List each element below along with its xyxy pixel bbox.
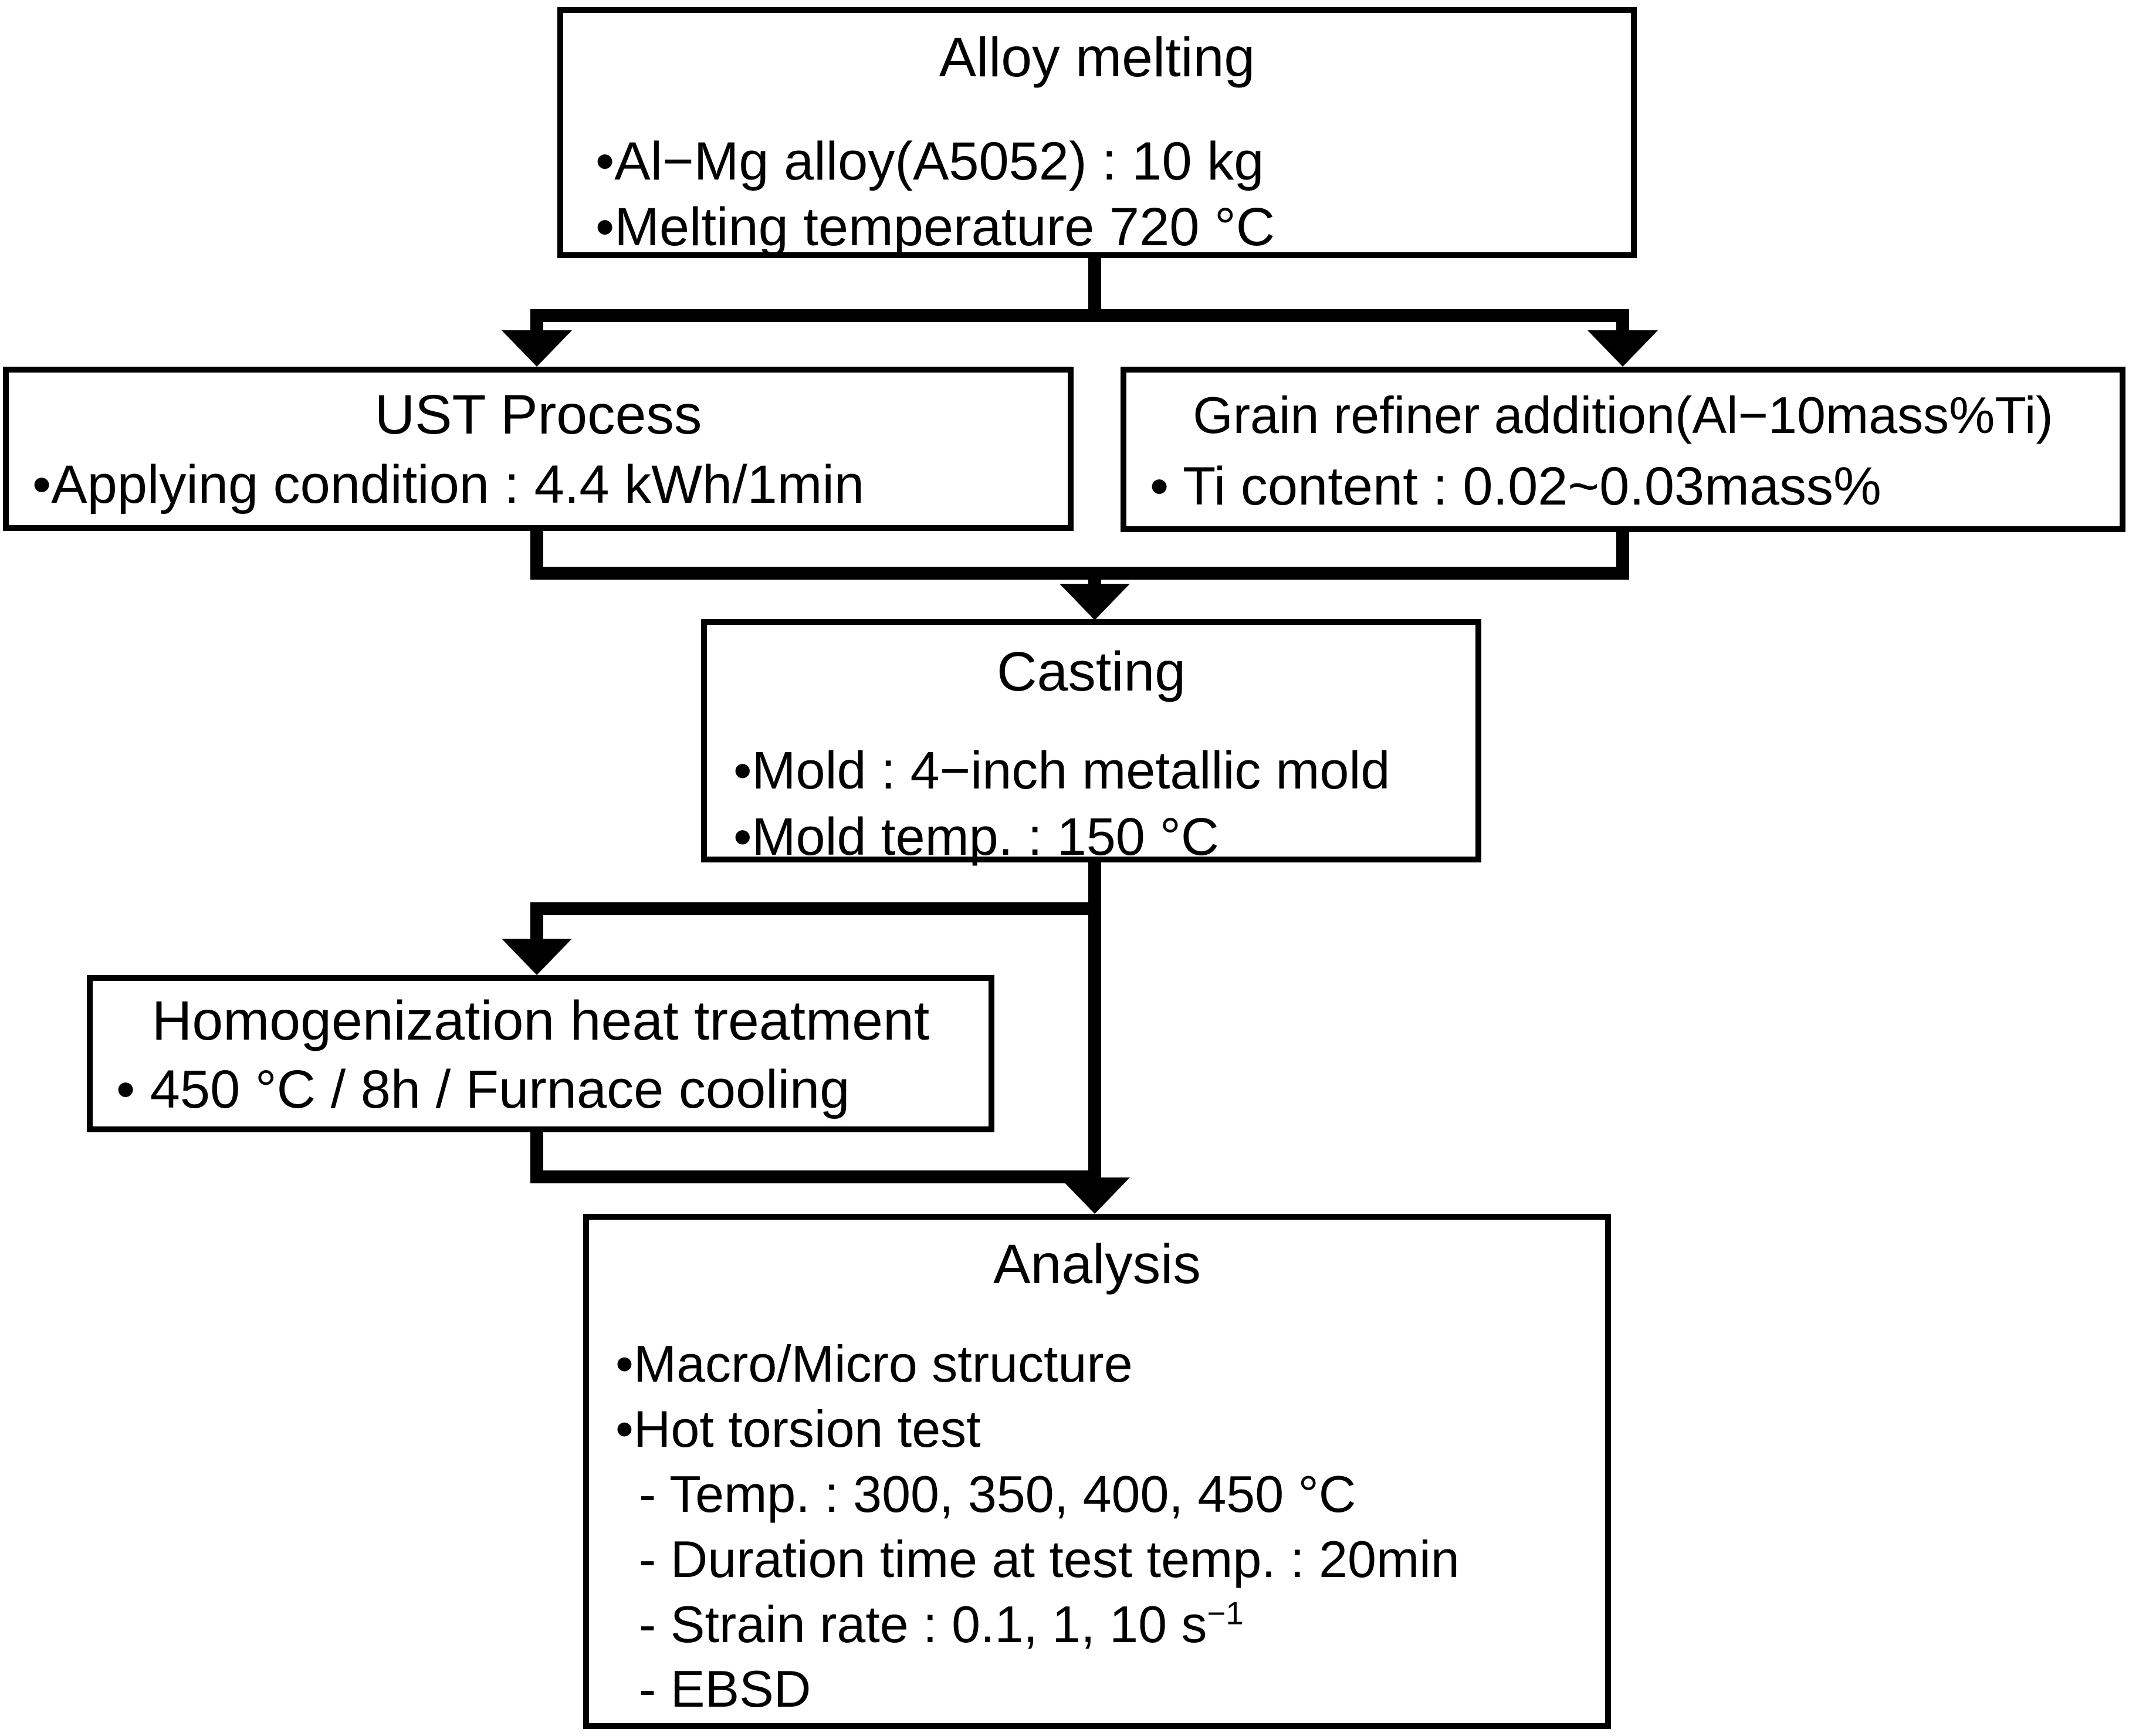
analysis-body: •Macro/Micro structure •Hot torsion test… bbox=[589, 1332, 1605, 1722]
strain-rate-text: - Strain rate : 0.1, 1, 10 s bbox=[639, 1595, 1207, 1653]
box-casting: Casting •Mold : 4−inch metallic mold •Mo… bbox=[701, 619, 1481, 867]
bullet-line: •Applying condition : 4.4 kWh/1min bbox=[32, 455, 865, 515]
ust-process-body: •Applying condition : 4.4 kWh/1min bbox=[9, 454, 1068, 516]
sub-line: - Temp. : 300, 350, 400, 450 °C bbox=[639, 1464, 1356, 1523]
alloy-melting-body: •Al−Mg alloy(A5052) : 10 kg •Melting tem… bbox=[563, 128, 1631, 260]
homogenization-body: • 450 °C / 8h / Furnace cooling bbox=[93, 1059, 989, 1121]
connector-branch-bar-homogenization bbox=[530, 902, 1101, 915]
superscript-exponent: −1 bbox=[1207, 1595, 1244, 1632]
connector-casting-to-analysis bbox=[1088, 862, 1101, 1183]
bullet-line: •Mold : 4−inch metallic mold bbox=[733, 742, 1390, 800]
bullet-line: •Hot torsion test bbox=[615, 1399, 981, 1458]
arrowhead-into-grain-refiner bbox=[1588, 330, 1658, 367]
casting-body: •Mold : 4−inch metallic mold •Mold temp.… bbox=[707, 738, 1475, 870]
connector-rejoin-bar bbox=[530, 1170, 1101, 1183]
arrowhead-into-analysis bbox=[1060, 1177, 1130, 1214]
ust-process-title: UST Process bbox=[374, 384, 702, 446]
bullet-line: •Macro/Micro structure bbox=[615, 1335, 1133, 1393]
box-ust-process: UST Process •Applying condition : 4.4 kW… bbox=[3, 367, 1074, 531]
bullet-line: • 450 °C / 8h / Furnace cooling bbox=[116, 1060, 850, 1119]
homogenization-title: Homogenization heat treatment bbox=[151, 990, 930, 1052]
sub-line: - Duration time at test temp. : 20min bbox=[639, 1529, 1460, 1588]
analysis-title: Analysis bbox=[993, 1233, 1201, 1295]
box-homogenization-heat-treatment: Homogenization heat treatment • 450 °C /… bbox=[87, 975, 994, 1132]
grain-refiner-title: Grain refiner addition(Al−10mass%Ti) bbox=[1193, 386, 2053, 444]
connector-split-bar-top bbox=[530, 309, 1629, 322]
grain-refiner-body: • Ti content : 0.02~0.03mass% bbox=[1126, 456, 2120, 517]
bullet-line: •Al−Mg alloy(A5052) : 10 kg bbox=[595, 131, 1264, 191]
alloy-melting-title: Alloy melting bbox=[939, 26, 1255, 89]
box-analysis: Analysis •Macro/Micro structure •Hot tor… bbox=[583, 1214, 1611, 1729]
arrowhead-into-homogenization bbox=[502, 939, 572, 975]
connector-alloy-to-split bbox=[1088, 258, 1101, 317]
sub-line: - EBSD bbox=[639, 1660, 811, 1718]
sub-line-strain-rate: - Strain rate : 0.1, 1, 10 s−1 bbox=[615, 1592, 1605, 1657]
box-alloy-melting: Alloy melting •Al−Mg alloy(A5052) : 10 k… bbox=[557, 7, 1637, 258]
arrowhead-into-casting bbox=[1060, 584, 1130, 620]
arrowhead-into-ust bbox=[502, 330, 572, 367]
casting-title: Casting bbox=[996, 641, 1186, 703]
box-grain-refiner-addition: Grain refiner addition(Al−10mass%Ti) • T… bbox=[1121, 367, 2125, 532]
bullet-line: • Ti content : 0.02~0.03mass% bbox=[1150, 456, 1881, 516]
bullet-line: •Mold temp. : 150 °C bbox=[733, 807, 1219, 867]
bullet-line: •Melting temperature 720 °C bbox=[595, 197, 1275, 258]
connector-stem-to-homogenization bbox=[530, 902, 543, 939]
connector-merge-bar bbox=[530, 567, 1629, 580]
